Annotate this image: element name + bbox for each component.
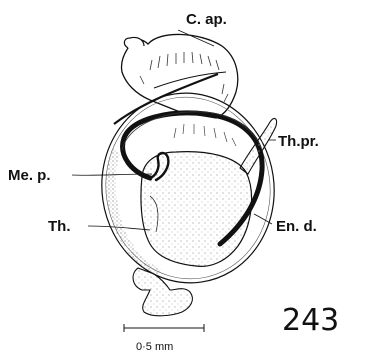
coil-hatching [174,124,236,146]
figure-number: 243 [282,303,339,338]
label-thorax: Th. [48,218,71,235]
inner-arc [122,112,262,150]
scale-bar-label: 0·5 mm [136,341,173,353]
label-cap: C. ap. [186,11,227,28]
basal-appendage [133,268,192,316]
scale-bar [124,324,204,332]
label-median-plate: Me. p. [8,167,51,184]
label-thorax-process: Th.pr. [278,133,319,150]
leader-endophallus-duct [254,214,272,224]
label-endophallus-duct: En. d. [276,218,317,235]
